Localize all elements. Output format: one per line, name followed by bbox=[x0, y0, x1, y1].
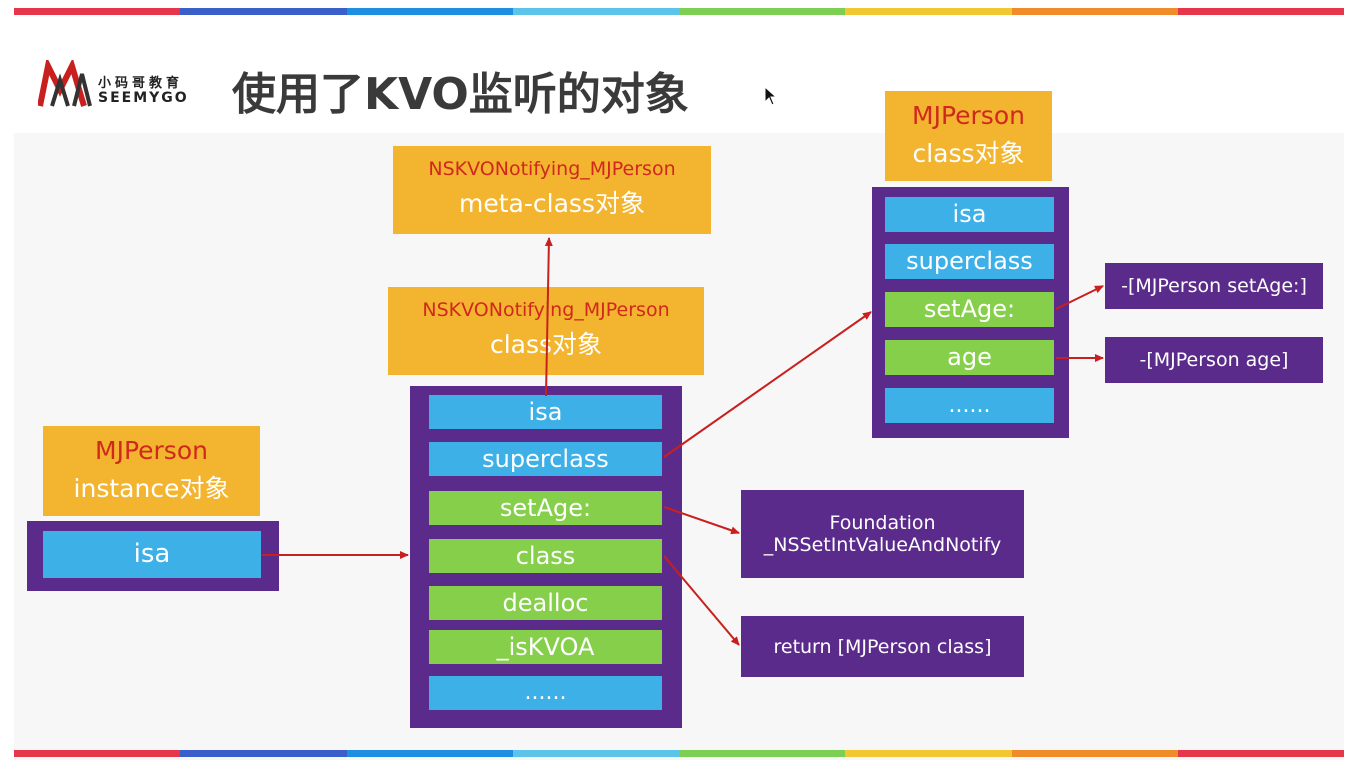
top-color-strip bbox=[14, 8, 1344, 15]
seemygo-logo: 小码哥教育 SEEMYGO bbox=[38, 60, 208, 112]
person-class-label: MJPerson class对象 bbox=[885, 91, 1052, 181]
person-class-label-kind: class对象 bbox=[912, 139, 1025, 168]
foundation-note-line1: Foundation bbox=[829, 512, 936, 534]
instance-isa-slot: isa bbox=[43, 531, 261, 578]
kvo-class-iskvoa-slot: _isKVOA bbox=[429, 630, 662, 664]
foundation-note-line2: _NSSetIntValueAndNotify bbox=[763, 534, 1002, 556]
strip-segment bbox=[14, 8, 181, 15]
strip-segment bbox=[679, 8, 846, 15]
strip-segment bbox=[512, 750, 679, 757]
logo-english-text: SEEMYGO bbox=[98, 90, 189, 106]
setage-impl-note: -[MJPerson setAge:] bbox=[1105, 263, 1323, 309]
person-class-setage-slot: setAge: bbox=[885, 292, 1054, 327]
seemygo-logo-mark-icon bbox=[38, 60, 92, 107]
return-class-note-text: return [MJPerson class] bbox=[773, 635, 992, 658]
strip-segment bbox=[180, 8, 347, 15]
kvo-class-label-name: NSKVONotifying_MJPerson bbox=[422, 299, 670, 321]
strip-segment bbox=[679, 750, 846, 757]
strip-segment bbox=[346, 8, 513, 15]
person-class-superclass-slot: superclass bbox=[885, 244, 1054, 279]
age-impl-note-text: -[MJPerson age] bbox=[1139, 349, 1289, 371]
strip-segment bbox=[1011, 750, 1178, 757]
logo-chinese-text: 小码哥教育 bbox=[98, 76, 184, 91]
instance-label-kind: instance对象 bbox=[73, 474, 230, 503]
person-class-more-slot: ...... bbox=[885, 388, 1054, 423]
kvo-class-setage-slot: setAge: bbox=[429, 491, 662, 525]
age-impl-note: -[MJPerson age] bbox=[1105, 337, 1323, 383]
strip-segment bbox=[1011, 8, 1178, 15]
slide-title: 使用了KVO监听的对象 bbox=[232, 69, 689, 120]
instance-label-name: MJPerson bbox=[95, 436, 208, 465]
strip-segment bbox=[180, 750, 347, 757]
kvo-class-superclass-slot: superclass bbox=[429, 442, 662, 476]
kvo-class-class-slot: class bbox=[429, 539, 662, 573]
strip-segment bbox=[845, 750, 1012, 757]
mouse-cursor-icon bbox=[764, 86, 778, 106]
strip-segment bbox=[14, 750, 181, 757]
foundation-notify-note: Foundation _NSSetIntValueAndNotify bbox=[741, 490, 1024, 578]
meta-class-label-kind: meta-class对象 bbox=[459, 189, 645, 218]
return-class-note: return [MJPerson class] bbox=[741, 616, 1024, 677]
kvo-class-more-slot: ...... bbox=[429, 676, 662, 710]
kvo-class-isa-slot: isa bbox=[429, 395, 662, 429]
strip-segment bbox=[346, 750, 513, 757]
kvo-class-label: NSKVONotifying_MJPerson class对象 bbox=[388, 287, 704, 375]
person-class-age-slot: age bbox=[885, 340, 1054, 375]
strip-segment bbox=[1177, 750, 1344, 757]
meta-class-label-name: NSKVONotifying_MJPerson bbox=[428, 158, 676, 180]
strip-segment bbox=[845, 8, 1012, 15]
instance-label: MJPerson instance对象 bbox=[43, 426, 260, 516]
setage-impl-note-text: -[MJPerson setAge:] bbox=[1121, 275, 1307, 297]
strip-segment bbox=[1177, 8, 1344, 15]
person-class-label-name: MJPerson bbox=[912, 101, 1025, 130]
meta-class-label: NSKVONotifying_MJPerson meta-class对象 bbox=[393, 146, 711, 234]
kvo-class-label-kind: class对象 bbox=[489, 330, 603, 359]
bottom-color-strip bbox=[14, 750, 1344, 757]
header-band bbox=[14, 15, 1344, 133]
kvo-class-dealloc-slot: dealloc bbox=[429, 586, 662, 620]
strip-segment bbox=[512, 8, 679, 15]
person-class-isa-slot: isa bbox=[885, 197, 1054, 232]
